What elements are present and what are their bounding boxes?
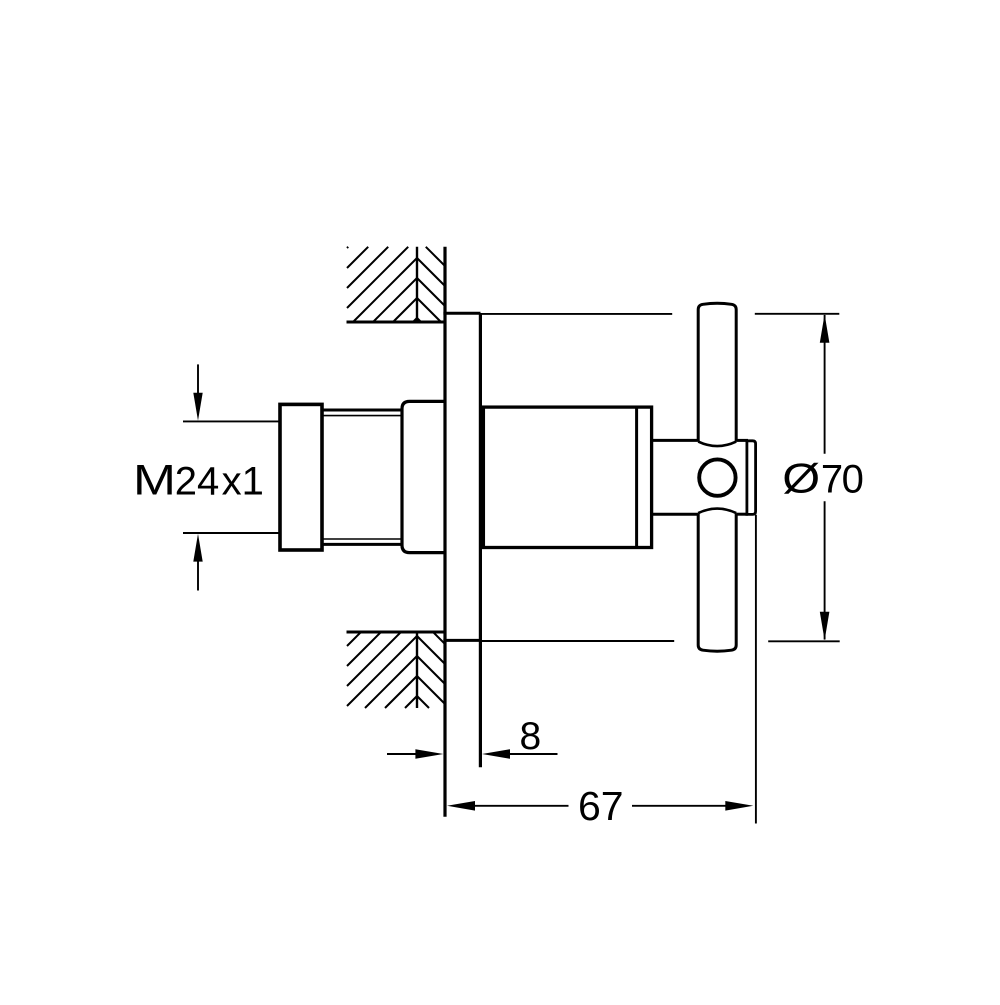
svg-text:70: 70 (821, 458, 863, 502)
svg-text:x1: x1 (222, 459, 264, 503)
svg-text:67: 67 (578, 783, 624, 829)
svg-text:M: M (133, 456, 176, 504)
svg-text:8: 8 (520, 715, 542, 758)
svg-text:24: 24 (175, 459, 220, 503)
svg-text:Ø: Ø (782, 455, 820, 502)
